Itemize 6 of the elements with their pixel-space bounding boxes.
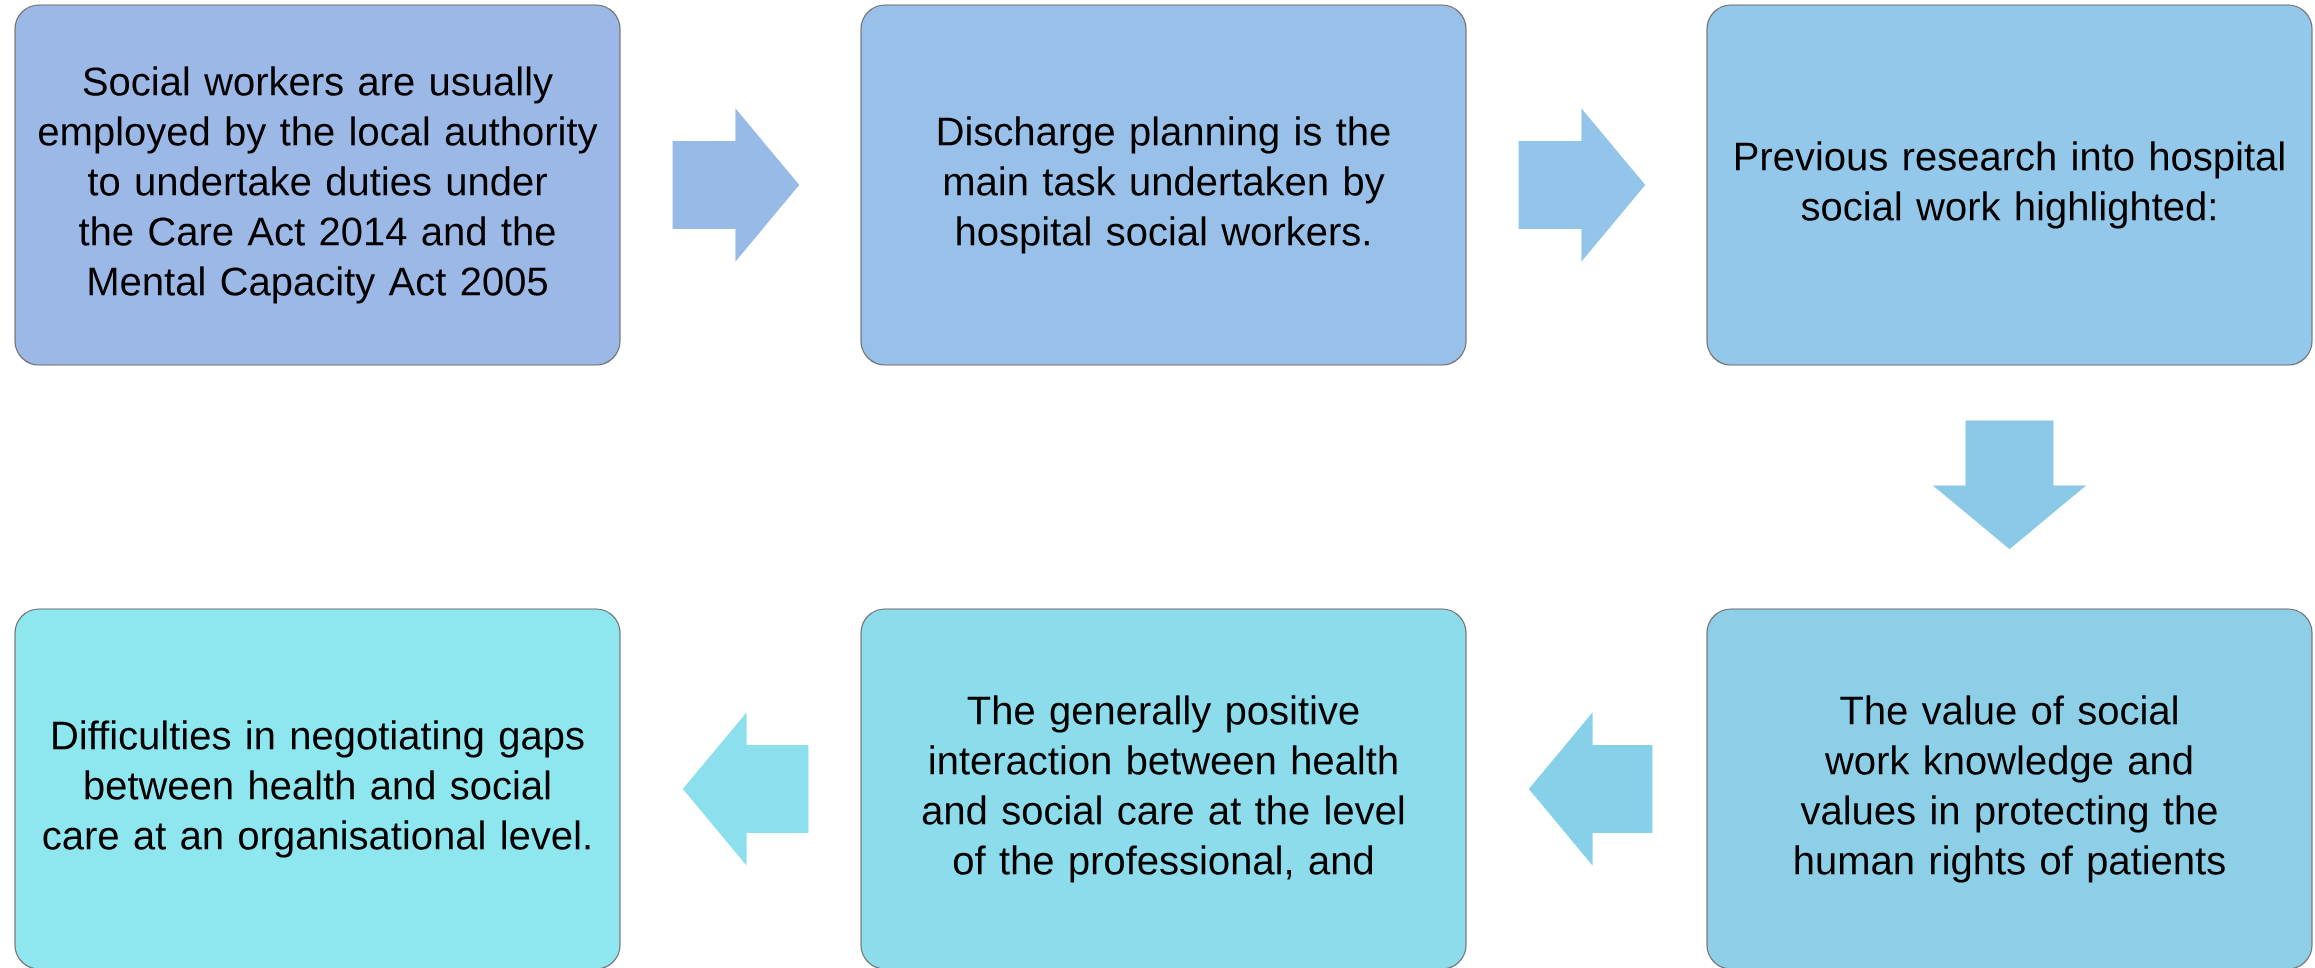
text-box: Previous research into hospital social work highlighted: <box>1706 4 2313 366</box>
text-box: Difficulties in negotiating gaps between health and social care at an organisational level. <box>14 608 621 968</box>
text-box: Social workers are usually employed by the local authority to undertake duties under the Care Act 2014 and the Mental Capacity Act 2005 <box>14 4 621 366</box>
text-box: Discharge planning is the main task undertaken by hospital social workers. <box>860 4 1467 366</box>
text-box: The generally positive interaction between health and social care at the level of the professional, and <box>860 608 1467 968</box>
text-box: The value of social work knowledge and values in protecting the human rights of patients <box>1706 608 2313 968</box>
